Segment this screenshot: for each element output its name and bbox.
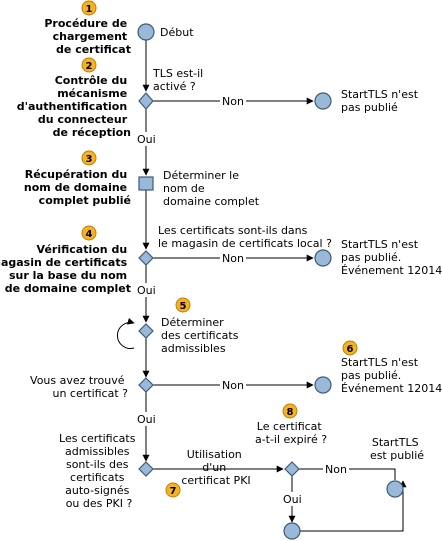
svg-text:4: 4 [86,229,93,240]
edge-to-published [300,480,407,532]
published-node [386,480,404,498]
badge-step-4: 4 [81,225,97,241]
badge-7: 7 [165,482,181,498]
published-label: StartTLS est publié [370,436,424,462]
badge-8: 8 [282,403,298,419]
svg-text:5: 5 [180,301,187,312]
edge-label-oui-1: Oui [137,133,156,146]
eligible-decision [138,323,154,339]
edge-label-non-2: Non [222,252,244,265]
badges: 1 2 3 4 5 6 7 8 [81,0,358,498]
found-decision [138,377,154,393]
tls-question-label: TLS est-il activé ? [152,67,207,93]
use-pki-label: Utilisation d'un certificat PKI [181,448,250,487]
start-label: Début [160,26,194,39]
svg-text:6: 6 [347,344,354,355]
found-question-label: Vous avez trouvé un certificat ? [30,374,128,400]
node-labels: Début TLS est-il activé ? StartTLS n'est… [30,26,442,510]
svg-text:3: 3 [86,154,93,165]
determine-eligible-label: Déterminer des certificats admissibles [161,316,242,355]
selfsigned-decision [138,461,154,477]
certs-decision [138,250,154,266]
step-2-title: Contrôle du mécanisme d'authentification… [17,74,131,139]
step-4-title: Vérification du magasin de certificats s… [0,243,131,295]
svg-text:7: 7 [170,486,177,497]
edge-label-non-4: Non [325,463,347,476]
not-published-node-3 [314,376,332,394]
determine-fqdn-label: Déterminer le nom de domaine complet [163,169,260,208]
svg-text:8: 8 [287,407,294,418]
badge-step-2: 2 [81,57,97,73]
end-node [283,522,301,540]
edge-label-oui-4: Oui [283,493,302,506]
selfsigned-question-label: Les certificats admissibles sont-ils des… [59,432,139,510]
not-published-node-1 [314,92,332,110]
svg-text:2: 2 [86,61,93,72]
badge-6: 6 [342,340,358,356]
edge-label-oui-3: Oui [137,413,156,426]
not-published-label-2: StartTLS n'est pas publié. Événement 120… [341,238,442,277]
expired-decision [284,461,300,477]
start-node [137,23,155,41]
edge-label-non-1: Non [222,95,244,108]
badge-step-3: 3 [81,150,97,166]
loop-arrow [117,317,135,349]
edge-label-oui-2: Oui [137,284,156,297]
edge-labels: Non Non Non Non Oui Oui Oui Oui [135,94,349,506]
not-published-node-2 [314,249,332,267]
edge-label-non-3: Non [222,379,244,392]
not-published-label-3: StartTLS n'est pas publié. Événement 120… [341,356,442,395]
step-titles: Procédure de chargement de certificat Co… [0,17,131,295]
certs-question-label: Les certificats sont-ils dans le magasin… [158,224,332,250]
expired-question-label: Le certificat a-t-il expiré ? [255,420,327,446]
fqdn-process [138,176,154,191]
not-published-label-1: StartTLS n'est pas publié [341,88,422,114]
badge-5: 5 [175,297,191,313]
badge-step-1: 1 [81,0,97,16]
step-3-title: Récupération du nom de domaine complet p… [24,168,131,207]
tls-decision [138,92,154,110]
step-1-title: Procédure de chargement de certificat [44,17,131,56]
nodes [137,23,404,540]
svg-text:1: 1 [86,4,93,15]
